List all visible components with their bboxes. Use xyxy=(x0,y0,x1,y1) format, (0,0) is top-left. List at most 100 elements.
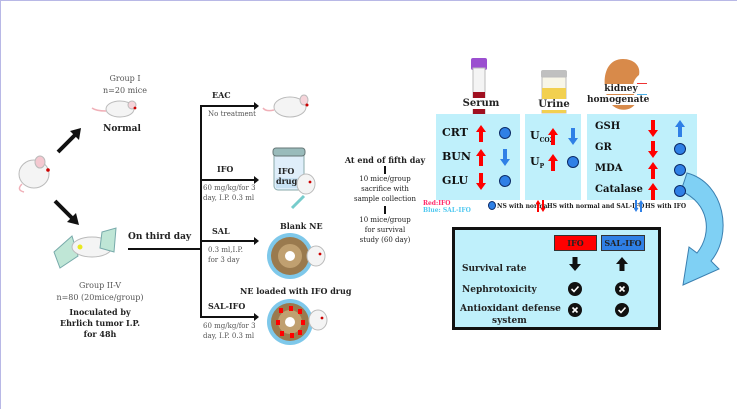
arrow-up-right-icon xyxy=(56,128,81,154)
branch-salifo-desc-line1: 60 mg/kg/for 3 xyxy=(203,322,256,330)
sampling-step2-line2: for survival xyxy=(364,226,406,234)
branch-sal-toplabel: Blank NE xyxy=(280,221,323,231)
timing-connector-line xyxy=(128,248,201,250)
kidney-row-label: Catalase xyxy=(595,184,643,195)
summary-salifo-up-arrow-icon xyxy=(616,257,628,271)
group2-desc-line3: for 48h xyxy=(83,329,117,339)
serum-row-label: CRT xyxy=(442,126,468,139)
summary-header-ifo: IFO xyxy=(554,235,597,251)
branch-line-eac xyxy=(200,105,256,107)
mouse-normal-icon xyxy=(91,100,137,118)
arrowhead-sal-icon xyxy=(254,237,259,245)
kidney-row-label: GSH xyxy=(595,121,621,132)
branch-ifo-name: IFO xyxy=(217,164,234,174)
branch-line-ifo xyxy=(200,179,256,181)
serum-row-label: BUN xyxy=(442,150,471,163)
mouse-start-icon xyxy=(18,155,50,193)
arrowhead-eac-icon xyxy=(254,102,259,110)
kidney-title-line2: homogenate xyxy=(587,95,650,105)
serum-ifo-up-arrow-icon xyxy=(476,149,486,166)
sampling-step1-line1: 10 mice/group xyxy=(359,175,411,183)
summary-row-nephro-label: Nephrotoxicity xyxy=(462,285,537,295)
sampling-step1-line3: sample collection xyxy=(354,195,416,203)
urine-row-label-subscript: CO2 xyxy=(539,137,554,145)
branch-salifo-toplabel: NE loaded with IFO drug xyxy=(240,286,352,296)
summary-ifo-check-icon xyxy=(568,282,582,296)
summary-row-survival-label: Survival rate xyxy=(462,264,527,274)
urine-row-label: UCO2 xyxy=(530,129,554,145)
legend-hs-red-arrows-icon xyxy=(536,200,546,212)
kidney-ifo-down-arrow-icon xyxy=(648,141,658,158)
branch-ifo-desc-line1: 60 mg/kg/for 3 xyxy=(203,184,256,192)
ifo-jar-label-line2: drug xyxy=(276,176,298,186)
summary-ifo-down-arrow-icon xyxy=(569,257,581,271)
legend-hs-ifo-text: HS with IFO xyxy=(645,203,687,210)
group1-title: Group I xyxy=(109,74,141,83)
summary-salifo-check-icon xyxy=(615,303,629,317)
sampling-connector-1 xyxy=(384,166,386,174)
branch-sal-name: SAL xyxy=(212,226,230,236)
urine-salifo-ns-circle-icon xyxy=(567,156,579,168)
legend-hs-blue-arrows-icon xyxy=(634,200,644,212)
branch-salifo-name: SAL-IFO xyxy=(208,301,246,311)
group1-count: n=20 mice xyxy=(103,86,147,95)
urine-ifo-up-arrow-icon xyxy=(548,154,558,171)
branch-line-sal xyxy=(200,240,256,242)
tree-trunk-line xyxy=(200,105,202,317)
kidney-salifo-ns-circle-icon xyxy=(674,185,686,197)
mouse-eac-icon xyxy=(262,94,309,118)
urine-row-label-subscript: P xyxy=(539,163,545,171)
kidney-title-line1: kidney xyxy=(595,84,647,94)
group1-label: Normal xyxy=(103,124,141,134)
sampling-connector-2 xyxy=(384,206,386,214)
serum-row-label: GLU xyxy=(442,174,469,187)
legend-hs-normal-text: HS with normal and SAL-IFO xyxy=(547,203,645,210)
group2-count: n=80 (20mice/group) xyxy=(56,293,144,302)
arrow-down-right-icon xyxy=(53,199,79,225)
legend-ns-circle-icon xyxy=(488,201,496,210)
sampling-step2-line1: 10 mice/group xyxy=(359,216,411,224)
legend-ns-text: NS with normal xyxy=(497,203,550,210)
branch-eac-name: EAC xyxy=(212,90,231,100)
summary-row-antiox-label-line1: Antioxidant defense xyxy=(460,304,561,314)
urine-ifo-up-arrow-icon xyxy=(548,128,558,145)
ifo-jar-label-line1: IFO xyxy=(278,166,295,176)
arrowhead-ifo-icon xyxy=(254,176,259,184)
kidney-salifo-ns-circle-icon xyxy=(674,164,686,176)
serum-tube-icon xyxy=(471,58,487,118)
summary-salifo-cross-icon xyxy=(615,282,629,296)
kidney-salifo-up-arrow-icon xyxy=(675,120,685,137)
serum-title: Serum xyxy=(460,98,502,109)
ifo-loaded-nanoemulsion-icon xyxy=(267,299,328,345)
kidney-salifo-ns-circle-icon xyxy=(674,143,686,155)
summary-header-salifo: SAL-IFO xyxy=(601,235,645,251)
serum-salifo-ns-circle-icon xyxy=(499,127,511,139)
injection-illustration-icon xyxy=(53,227,117,269)
mouse-ifo-syringe-icon xyxy=(290,173,316,210)
urine-row-label: UP xyxy=(530,155,545,171)
ifo-drug-jar-icon xyxy=(272,147,306,191)
kidney-row-label: MDA xyxy=(595,163,623,174)
serum-salifo-ns-circle-icon xyxy=(499,175,511,187)
sampling-step1-line2: sacrifice with xyxy=(361,185,409,193)
branch-ifo-desc-line2: day, I.P. 0.3 ml xyxy=(203,194,255,202)
urine-title: Urine xyxy=(535,99,573,110)
branch-sal-desc-line1: 0.3 ml,I.P. xyxy=(208,246,243,254)
timing-label: On third day xyxy=(128,232,192,242)
urine-salifo-down-arrow-icon xyxy=(568,128,578,145)
branch-eac-desc: No treatment xyxy=(208,110,256,118)
kidney-ifo-down-arrow-icon xyxy=(648,120,658,137)
serum-salifo-down-arrow-icon xyxy=(500,149,510,166)
kidney-ifo-up-arrow-icon xyxy=(648,162,658,179)
group2-desc-line1: Inoculated by xyxy=(69,307,131,317)
blank-nanoemulsion-icon xyxy=(267,233,326,279)
kidney-row-label: GR xyxy=(595,142,612,153)
branch-sal-desc-line2: for 3 day xyxy=(208,256,240,264)
legend-red-key: Red:IFO xyxy=(423,200,451,207)
group2-title: Group II-V xyxy=(78,281,122,290)
summary-ifo-cross-icon xyxy=(568,303,582,317)
arrowhead-salifo-icon xyxy=(254,313,259,321)
group2-desc-line2: Ehrlich tumor I.P. xyxy=(60,318,140,328)
branch-line-salifo xyxy=(200,316,256,318)
